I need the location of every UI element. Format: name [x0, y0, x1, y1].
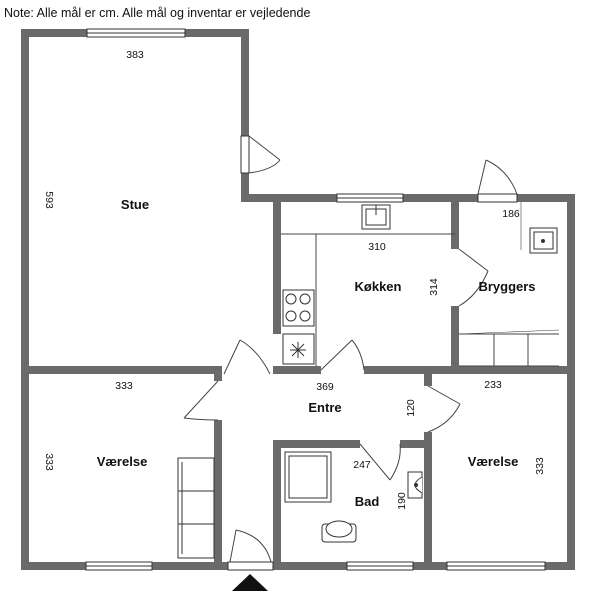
window-vaerelse-left — [85, 561, 153, 571]
door-kitchen-bryggers — [458, 248, 489, 307]
door-bad — [359, 443, 401, 481]
bad-sink-icon — [407, 471, 423, 499]
window-stue-top — [86, 28, 186, 38]
room-label-vaerelse-right: Værelse — [468, 454, 519, 469]
dim-stue-width: 383 — [126, 49, 144, 61]
dim-vaerelse-left-height: 333 — [43, 453, 55, 471]
wall-bad-top — [273, 440, 360, 448]
wall-kitchen-left — [273, 194, 281, 334]
door-bryggers-exterior — [477, 159, 518, 203]
fridge-icon — [282, 333, 315, 365]
wall-vaerelse-left-right-top — [214, 366, 222, 381]
fixtures — [177, 202, 560, 559]
dim-vaerelse-left-width: 333 — [115, 380, 133, 392]
window-bad — [346, 561, 414, 571]
room-label-bad: Bad — [355, 494, 380, 509]
toilet-icon — [321, 520, 357, 543]
door-main-entrance — [227, 529, 274, 571]
dim-kokken-width: 310 — [368, 241, 386, 253]
windows — [85, 28, 546, 571]
wardrobe-icon — [177, 457, 215, 559]
shower-icon — [284, 451, 332, 503]
dim-bad-width: 247 — [353, 459, 371, 471]
wall-bad-top-right — [400, 440, 430, 448]
plan-note: Note: Alle mål er cm. Alle mål og invent… — [4, 6, 311, 20]
room-label-kokken: Køkken — [355, 279, 402, 294]
door-vaerelse-right — [427, 385, 461, 433]
wall-vaerelse-right-left-top — [424, 366, 432, 386]
dim-vaerelse-right-width: 233 — [484, 379, 502, 391]
room-label-entre: Entre — [308, 400, 341, 415]
door-vaerelse-left — [183, 380, 219, 421]
window-kitchen-top — [336, 193, 404, 203]
wall-stue-right-lower — [241, 173, 249, 202]
door-kitchen-entre — [320, 339, 365, 371]
dim-vaerelse-right-height: 333 — [534, 457, 546, 475]
wall-left — [21, 29, 29, 570]
stove-icon — [282, 289, 315, 327]
wall-right — [567, 194, 575, 570]
room-labels: Stue Køkken Bryggers Entre Værelse Værel… — [97, 197, 536, 509]
room-label-stue: Stue — [121, 197, 149, 212]
dimension-labels: 383 593 186 310 314 333 333 369 120 233 … — [43, 49, 546, 510]
bryggers-sink-icon — [529, 227, 558, 254]
room-label-vaerelse-left: Værelse — [97, 454, 148, 469]
dim-bad-height: 190 — [396, 492, 408, 510]
window-vaerelse-right — [446, 561, 546, 571]
wall-bad-left — [273, 440, 281, 570]
dim-entre-width: 369 — [316, 381, 334, 393]
dim-kokken-height: 314 — [428, 278, 440, 296]
interior-walls — [21, 194, 575, 570]
door-stue-terrace — [240, 135, 281, 174]
wall-bryggers-left-lower — [451, 306, 459, 374]
wall-bryggers-top — [517, 194, 575, 202]
dim-bryggers-width: 186 — [502, 208, 520, 220]
room-label-bryggers: Bryggers — [478, 279, 535, 294]
wall-bryggers-left-upper — [451, 194, 459, 249]
doors — [183, 135, 518, 571]
door-stue-entre — [223, 339, 271, 375]
wall-stue-bottom — [21, 366, 218, 374]
wall-vaerelse-right-left — [424, 432, 432, 570]
wall-kitchen-bottom-b — [364, 366, 575, 374]
dim-entre-height: 120 — [405, 399, 417, 417]
wall-stue-right-upper — [241, 29, 249, 136]
dim-stue-height: 593 — [43, 191, 55, 209]
wall-vaerelse-left-right — [214, 420, 222, 570]
kitchen-sink-icon — [361, 204, 391, 230]
entrance-arrow-icon — [232, 574, 268, 591]
wall-kitchen-bottom-a — [273, 366, 321, 374]
